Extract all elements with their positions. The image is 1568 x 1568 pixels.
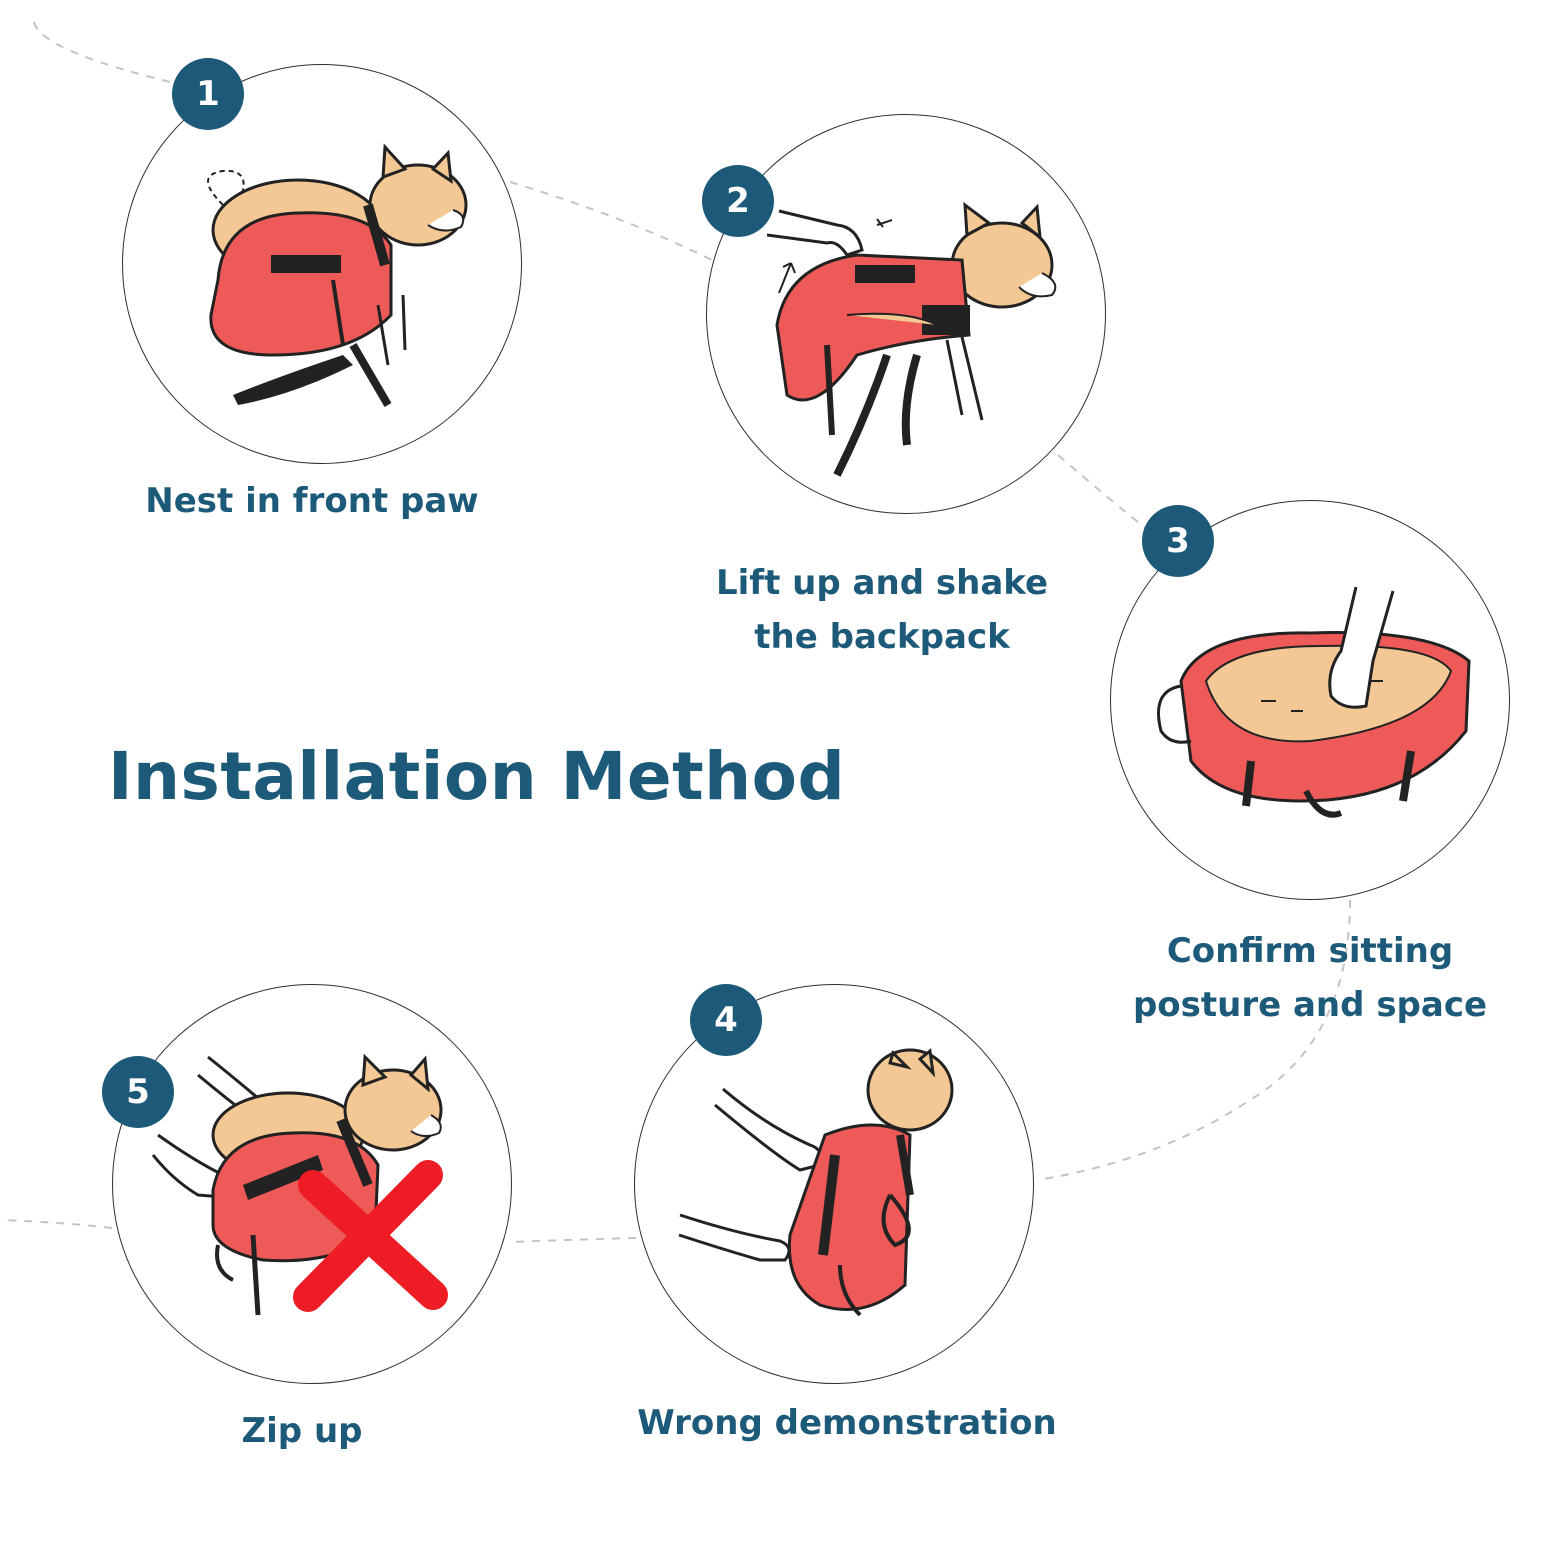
step-2-illustration (766, 201, 1057, 477)
step-2-circle (706, 114, 1106, 514)
step-3-caption-line1: Confirm sitting (1166, 931, 1454, 971)
step-3-badge: 3 (1142, 505, 1214, 577)
step-1-caption: Nest in front paw (145, 481, 479, 521)
step-1-circle (122, 64, 522, 464)
step-2-caption: Lift up and shake the backpack (700, 556, 1064, 664)
step-4-illustration (678, 1048, 954, 1317)
step-3-illustration (1157, 586, 1471, 818)
step-5-caption: Zip up (241, 1411, 363, 1451)
wrong-x-icon (293, 1160, 448, 1312)
step-3-caption: Confirm sitting posture and space (1110, 924, 1510, 1032)
page-title: Installation Method (108, 738, 846, 815)
step-3-caption-line2: posture and space (1132, 985, 1488, 1025)
step-5-badge: 5 (102, 1056, 174, 1128)
step-5-illustration (151, 1053, 448, 1316)
step-2-caption-line1: Lift up and shake (715, 563, 1049, 603)
step-1-illustration (207, 143, 468, 408)
step-4-circle (634, 984, 1034, 1384)
step-2-caption-line2: the backpack (754, 617, 1010, 657)
step-1-badge: 1 (172, 58, 244, 130)
step-4-caption: Wrong demonstration (637, 1403, 1057, 1443)
step-2-badge: 2 (702, 165, 774, 237)
step-5-circle (112, 984, 512, 1384)
step-4-badge: 4 (690, 984, 762, 1056)
